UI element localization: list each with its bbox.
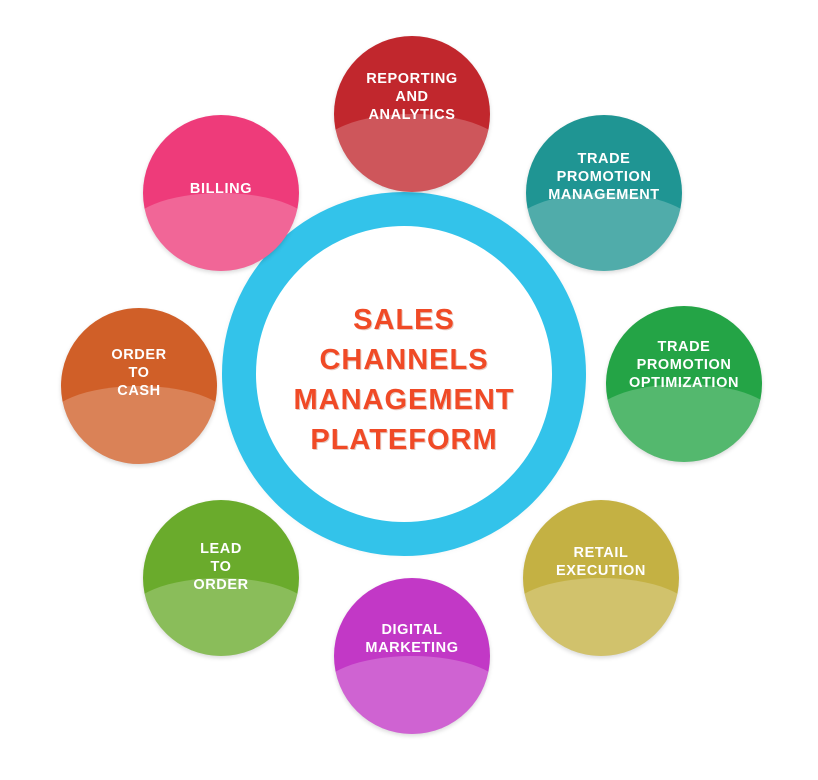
bubble-label: LEAD TO ORDER	[143, 500, 299, 656]
bubble-label: BILLING	[143, 115, 299, 271]
bubble-label-line: PROMOTION	[556, 169, 652, 185]
bubble-label-line: TO	[128, 365, 150, 381]
bubble-label-line: RETAIL	[573, 545, 629, 561]
bubble-label: REPORTING AND ANALYTICS	[334, 36, 490, 192]
bubble-label-line: CASH	[117, 383, 161, 399]
bubble-label-line: MANAGEMENT	[548, 187, 660, 203]
center-title-line: MANAGEMENT	[293, 384, 515, 416]
center-title: SALES CHANNELS MANAGEMENT PLATEFORM	[262, 300, 546, 460]
bubble-trade-promotion-management: TRADE PROMOTION MANAGEMENT	[526, 115, 682, 271]
bubble-label-line: DIGITAL	[381, 622, 443, 638]
bubble-label-line: ORDER	[193, 577, 249, 593]
bubble-label: DIGITAL MARKETING	[334, 578, 490, 734]
bubble-lead-to-order: LEAD TO ORDER	[143, 500, 299, 656]
bubble-label-line: TRADE	[657, 339, 711, 355]
bubble-label-line: TO	[210, 559, 232, 575]
center-title-line: SALES	[353, 304, 455, 336]
bubble-label: TRADE PROMOTION MANAGEMENT	[526, 115, 682, 271]
bubble-reporting-and-analytics: REPORTING AND ANALYTICS	[334, 36, 490, 192]
bubble-label-line: ORDER	[111, 347, 167, 363]
center-title-line: PLATEFORM	[310, 424, 498, 456]
bubble-trade-promotion-optimization: TRADE PROMOTION OPTIMIZATION	[606, 306, 762, 462]
bubble-label-line: PROMOTION	[636, 357, 732, 373]
bubble-label-line: BILLING	[189, 181, 253, 197]
bubble-label-line: AND	[395, 89, 429, 105]
bubble-label-line: MARKETING	[365, 640, 459, 656]
bubble-label-line: EXECUTION	[556, 563, 646, 579]
bubble-order-to-cash: ORDER TO CASH	[61, 308, 217, 464]
bubble-label-line: TRADE	[577, 151, 631, 167]
bubble-billing: BILLING	[143, 115, 299, 271]
bubble-label-line: OPTIMIZATION	[628, 375, 740, 391]
bubble-retail-execution: RETAIL EXECUTION	[523, 500, 679, 656]
bubble-label-line: LEAD	[200, 541, 242, 557]
bubble-digital-marketing: DIGITAL MARKETING	[334, 578, 490, 734]
bubble-label: TRADE PROMOTION OPTIMIZATION	[606, 306, 762, 462]
bubble-label-line: ANALYTICS	[368, 107, 456, 123]
center-title-line: CHANNELS	[319, 344, 489, 376]
bubble-label-line: REPORTING	[366, 71, 458, 87]
bubble-label: RETAIL EXECUTION	[523, 500, 679, 656]
bubble-label: ORDER TO CASH	[61, 308, 217, 464]
